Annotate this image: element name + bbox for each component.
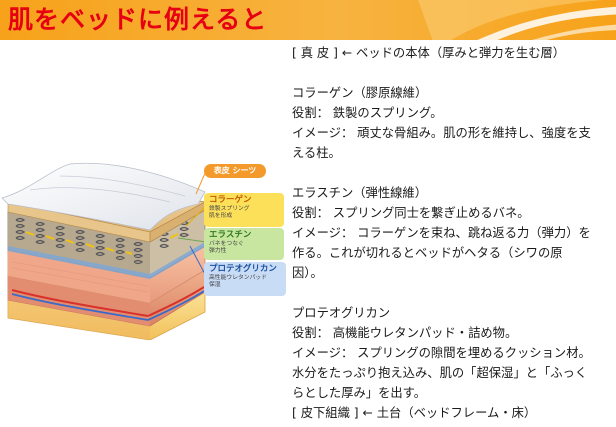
tag-collagen: コラーゲン 鉄製スプリング 肌を形成	[204, 193, 284, 227]
page-title: 肌をベッドに例えると	[8, 5, 268, 34]
elastin-image-line3: 因）。	[292, 266, 323, 280]
spacer	[292, 163, 612, 183]
proteoglycan-image-line1: イメージ： スプリングの隙間を埋めるクッション材。	[292, 346, 591, 360]
tag-collagen-sub2: 肌を形成	[209, 212, 233, 219]
tag-proteoglycan-sub1: 高性能ウレタンパッド	[209, 274, 267, 281]
dermis-heading: [ 真 皮 ] ← ベッドの本体（厚みと弾力を生む層）	[292, 46, 566, 60]
tag-collagen-title: コラーゲン	[209, 195, 252, 205]
subcutis-heading: [ 皮下組織 ] ← 土台（ベッドフレーム・床）	[292, 406, 537, 420]
spacer	[292, 283, 612, 303]
tag-elastin-sub1: バネをつなぐ	[209, 240, 244, 247]
proteoglycan-heading: プロテオグリカン	[292, 306, 391, 320]
elastin-role: 役割： スプリング同士を繋ぎ止めるバネ。	[292, 206, 530, 220]
tag-proteoglycan: プロテオグリカン 高性能ウレタンパッド 保湿	[204, 262, 286, 296]
spring-coils	[15, 217, 190, 265]
tag-proteoglycan-sub2: 保湿	[209, 281, 221, 288]
collagen-role: 役割： 鉄製のスプリング。	[292, 106, 443, 120]
explanation-text: [ 真 皮 ] ← ベッドの本体（厚みと弾力を生む層） コラーゲン（膠原線維） …	[292, 43, 612, 423]
vessel-red	[11, 289, 149, 317]
collagen-image-line1: イメージ： 頑丈な骨組み。肌の形を維持し、強度を支	[292, 126, 591, 140]
tag-elastin: エラスチン バネをつなぐ 弾力性	[204, 228, 284, 260]
tag-epidermis-sheet: 表皮 シーツ	[204, 164, 266, 178]
title-banner: 肌をベッドに例えると	[0, 0, 616, 40]
proteoglycan-role: 役割： 高機能ウレタンパッド・詰め物。	[292, 326, 518, 340]
proteoglycan-image-line2: 水分をたっぷり抱え込み、肌の「超保湿」と「ふっく	[292, 366, 588, 380]
tag-collagen-sub1: 鉄製スプリング	[209, 205, 250, 212]
elastin-links	[25, 231, 179, 255]
tag-proteoglycan-title: プロテオグリカン	[209, 264, 277, 274]
tag-elastin-sub2: 弾力性	[209, 247, 227, 254]
collagen-image-line2: える柱。	[292, 146, 341, 160]
collagen-heading: コラーゲン（膠原線維）	[292, 86, 428, 100]
proteoglycan-image-line3: らとした厚み」を出す。	[292, 386, 427, 400]
spacer	[292, 63, 612, 83]
elastin-image-line2: 作る。これが切れるとベッドがヘタる（シワの原	[292, 246, 563, 260]
sheet	[1, 162, 206, 231]
tag-elastin-title: エラスチン	[209, 230, 252, 240]
elastin-image-line1: イメージ： コラーゲンを束ね、跳ね返る力（弾力）を	[292, 226, 591, 240]
vessel-blue	[11, 293, 149, 321]
elastin-heading: エラスチン（弾性線維）	[292, 186, 428, 200]
banner-swoosh-decoration	[418, 0, 616, 40]
skin-bed-illustration	[1, 162, 207, 340]
